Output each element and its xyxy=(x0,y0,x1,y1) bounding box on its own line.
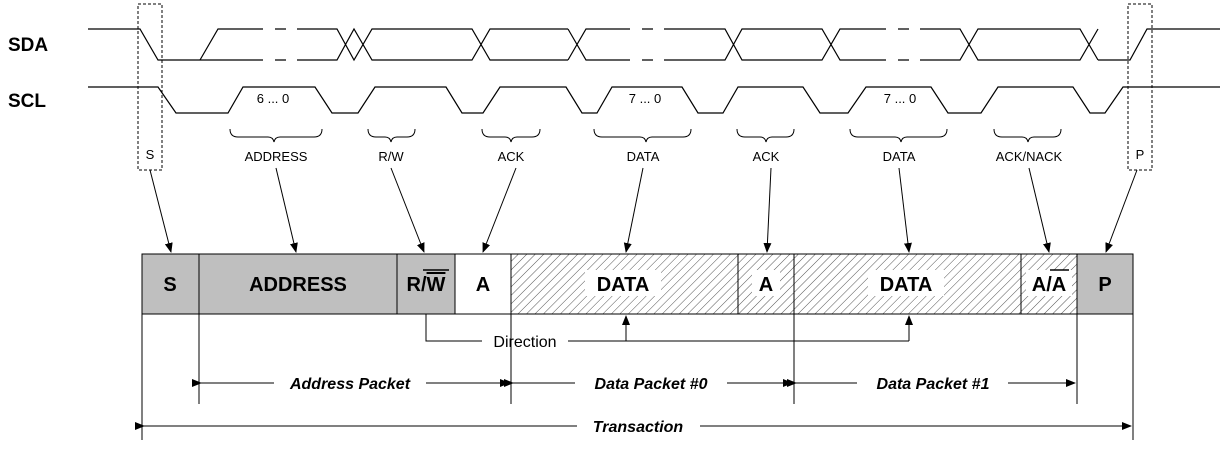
extension-lines xyxy=(141,314,1134,440)
frame-ack1-text: A xyxy=(759,274,773,296)
frame-start xyxy=(141,253,200,315)
scl-waveform xyxy=(88,86,1220,114)
stop-marker-label: P xyxy=(1136,147,1145,162)
address-packet-label: Address Packet xyxy=(289,376,411,393)
ack1-field-label: ACK xyxy=(753,149,780,164)
stop-marker-box xyxy=(1127,3,1153,171)
sda-waveform xyxy=(88,27,1220,62)
frame-address-text: ADDRESS xyxy=(249,274,347,296)
braces xyxy=(229,128,1062,143)
frame-stop xyxy=(1076,253,1134,315)
rw-field-label: R/W xyxy=(378,149,404,164)
mapping-arrows xyxy=(149,167,1138,253)
frame-rw-text: R/W xyxy=(407,274,446,296)
direction-bracket xyxy=(425,314,913,342)
ack0-field-label: ACK xyxy=(498,149,525,164)
frame-data0-text: DATA xyxy=(597,274,650,296)
sda-label: SDA xyxy=(8,35,48,56)
transaction-label: Transaction xyxy=(593,419,684,436)
data1-bits-label: 7 ... 0 xyxy=(884,91,917,106)
frame-data1-text: DATA xyxy=(880,274,933,296)
start-marker-label: S xyxy=(146,147,155,162)
scl-label: SCL xyxy=(8,91,46,112)
data-packet-0-label: Data Packet #0 xyxy=(595,376,708,393)
frame xyxy=(141,253,1134,315)
acknack-field-label: ACK/NACK xyxy=(996,149,1063,164)
frame-ack0-text: A xyxy=(476,274,490,296)
address-field-label: ADDRESS xyxy=(245,149,308,164)
frame-stop-text: P xyxy=(1098,274,1111,296)
data0-field-label: DATA xyxy=(627,149,660,164)
frame-acknack-text: A/A xyxy=(1032,274,1066,296)
frame-start-text: S xyxy=(163,274,176,296)
data-packet-1-label: Data Packet #1 xyxy=(877,376,990,393)
address-bits-label: 6 ... 0 xyxy=(257,91,290,106)
data0-bits-label: 7 ... 0 xyxy=(629,91,662,106)
packet-dimensions xyxy=(135,379,1132,430)
frame-address xyxy=(198,253,398,315)
direction-label: Direction xyxy=(493,334,556,351)
data1-field-label: DATA xyxy=(883,149,916,164)
